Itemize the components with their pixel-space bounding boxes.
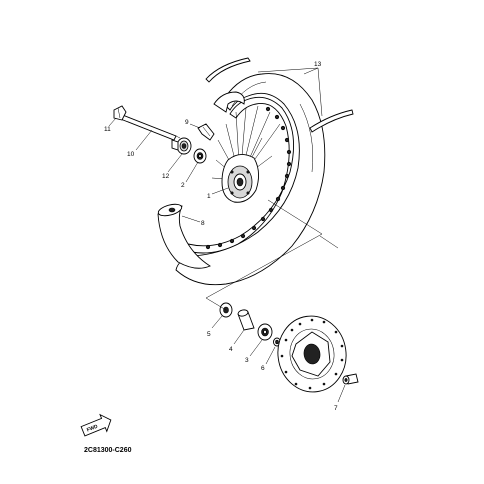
callout-13: 13 (314, 61, 322, 68)
axle-bolt-head-part (113, 105, 127, 121)
callout-2: 2 (181, 182, 185, 189)
callout-3: 3 (245, 357, 249, 364)
collar-part (176, 137, 192, 155)
callout-12: 12 (162, 173, 170, 180)
spacer-part (171, 139, 179, 151)
axle-part (117, 113, 181, 141)
callout-4: 4 (229, 346, 233, 353)
inner-tube-part (157, 203, 211, 269)
fwd-label: FWD (86, 423, 99, 433)
tube-segment-part (213, 91, 245, 113)
callout-5: 5 (207, 331, 211, 338)
hub-part (221, 154, 259, 203)
callout-labels: 13 11 10 9 12 2 1 8 5 4 3 6 7 (104, 61, 338, 412)
callout-8: 8 (201, 220, 205, 227)
tire-part (175, 73, 326, 286)
diagram-code: 2C81300-C260 (84, 447, 132, 454)
callout-1: 1 (207, 193, 211, 200)
brake-disc-part (277, 315, 347, 393)
spacer-tube-part (237, 309, 255, 331)
callout-7: 7 (334, 405, 338, 412)
valve-stem-part (205, 57, 251, 83)
explode-guide-lines (205, 199, 339, 311)
forward-arrow-icon: FWD (80, 413, 112, 437)
rim-part (187, 96, 295, 254)
callout-6: 6 (261, 365, 265, 372)
leader-lines (108, 67, 346, 403)
callout-10: 10 (127, 151, 135, 158)
oil-seal-part (197, 123, 215, 141)
callout-9: 9 (185, 119, 189, 126)
tube-valve-part (309, 109, 354, 133)
disc-bolt-part (342, 373, 359, 385)
bearing-left-part (193, 148, 207, 164)
bearing-lower-part (257, 323, 273, 341)
callout-11: 11 (104, 126, 111, 133)
